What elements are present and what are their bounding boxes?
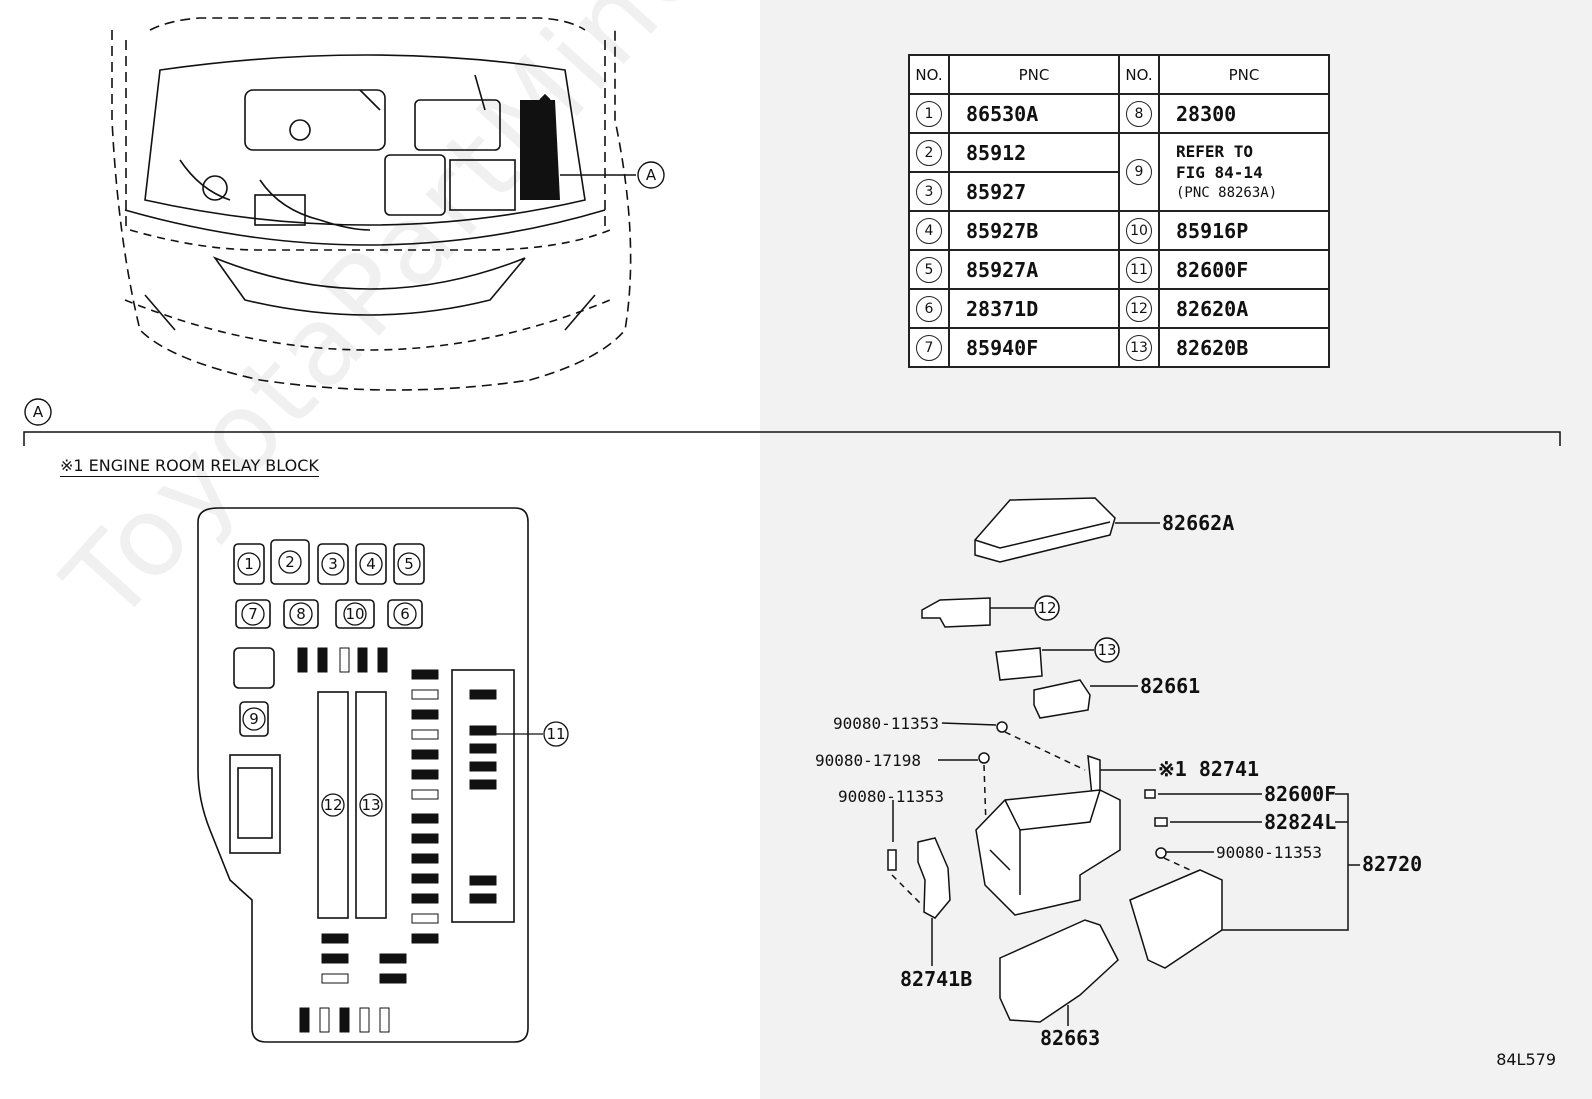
pnc-5: 85927A <box>948 249 1120 290</box>
no-5: 5 <box>916 256 942 283</box>
label-82661: 82661 <box>1140 674 1200 698</box>
pnc-9: REFER TO FIG 84-14 (PNC 88263A) <box>1158 132 1330 212</box>
label-90080-11353-left: 90080-11353 <box>838 787 944 806</box>
header-pnc-right: PNC <box>1158 54 1330 95</box>
relay-callout-4: 4 <box>366 555 376 573</box>
pnc-9-line1: REFER TO <box>1176 141 1254 161</box>
no-2: 2 <box>916 139 942 166</box>
header-no-left: NO. <box>908 54 950 95</box>
no-3: 3 <box>916 178 942 205</box>
pnc-11: 82600F <box>1158 249 1330 290</box>
label-90080-11353-right: 90080-11353 <box>1216 843 1322 862</box>
no-7: 7 <box>916 334 942 361</box>
no-8: 8 <box>1126 100 1152 127</box>
label-90080-11353-top: 90080-11353 <box>833 714 939 733</box>
pnc-9-line2: FIG 84-14 <box>1176 162 1263 182</box>
pnc-2: 85912 <box>948 132 1120 173</box>
relay-callout-1: 1 <box>244 555 254 573</box>
relay-callout-7: 7 <box>248 605 258 623</box>
header-pnc-left: PNC <box>948 54 1120 95</box>
relay-fuses <box>297 647 497 1033</box>
label-82600F: 82600F <box>1264 782 1336 806</box>
marker-a-label: A <box>33 403 44 421</box>
pnc-13: 82620B <box>1158 327 1330 368</box>
no-9: 9 <box>1126 159 1152 185</box>
relay-callout-5: 5 <box>404 555 414 573</box>
pnc-9-line3: (PNC 88263A) <box>1176 184 1278 201</box>
marker-a-top: A <box>646 166 657 184</box>
no-12: 12 <box>1126 295 1152 322</box>
relay-callout-3: 3 <box>328 555 338 573</box>
exploded-parts <box>887 497 1360 1026</box>
pnc-4: 85927B <box>948 210 1120 251</box>
detail-divider <box>23 431 1561 446</box>
figure-code: 84L579 <box>1496 1050 1556 1069</box>
pnc-1: 86530A <box>948 93 1120 134</box>
pnc-10: 85916P <box>1158 210 1330 251</box>
callout-13: 13 <box>1097 641 1116 659</box>
relay-callout-11: 11 <box>546 725 565 743</box>
relay-callout-8: 8 <box>296 605 306 623</box>
label-82663: 82663 <box>1040 1026 1100 1050</box>
relay-callout-2: 2 <box>285 553 295 571</box>
no-4: 4 <box>916 217 942 244</box>
marker-a-circle <box>24 398 52 426</box>
label-82741B: 82741B <box>900 967 972 991</box>
relay-block-title: ※1 ENGINE ROOM RELAY BLOCK <box>60 456 319 477</box>
label-82720: 82720 <box>1362 852 1422 876</box>
no-10: 10 <box>1126 217 1152 244</box>
no-6: 6 <box>916 295 942 322</box>
relay-callout-6: 6 <box>400 605 410 623</box>
label-90080-17198: 90080-17198 <box>815 751 921 770</box>
left-top-background <box>0 0 760 430</box>
label-82741: ※1 82741 <box>1158 757 1259 781</box>
relay-callout-12: 12 <box>323 796 342 814</box>
relay-callout-13: 13 <box>361 796 380 814</box>
no-11: 11 <box>1126 256 1152 283</box>
callout-12: 12 <box>1037 599 1056 617</box>
header-no-right: NO. <box>1118 54 1160 95</box>
pnc-6: 28371D <box>948 288 1120 329</box>
no-13: 13 <box>1126 334 1152 361</box>
pnc-12: 82620A <box>1158 288 1330 329</box>
pnc-3: 85927 <box>948 171 1120 212</box>
label-82824L: 82824L <box>1264 810 1336 834</box>
relay-callout-9: 9 <box>249 710 259 728</box>
no-1: 1 <box>916 100 942 127</box>
pnc-table: NO. PNC NO. PNC 1 86530A 8 28300 2 85912… <box>908 54 1330 368</box>
pnc-7: 85940F <box>948 327 1120 368</box>
pnc-8: 28300 <box>1158 93 1330 134</box>
relay-block <box>197 507 529 1043</box>
label-82662A: 82662A <box>1162 511 1234 535</box>
relay-callout-circles <box>237 550 569 817</box>
relay-callout-10: 10 <box>345 605 364 623</box>
engine-bay-illustration <box>111 17 665 391</box>
